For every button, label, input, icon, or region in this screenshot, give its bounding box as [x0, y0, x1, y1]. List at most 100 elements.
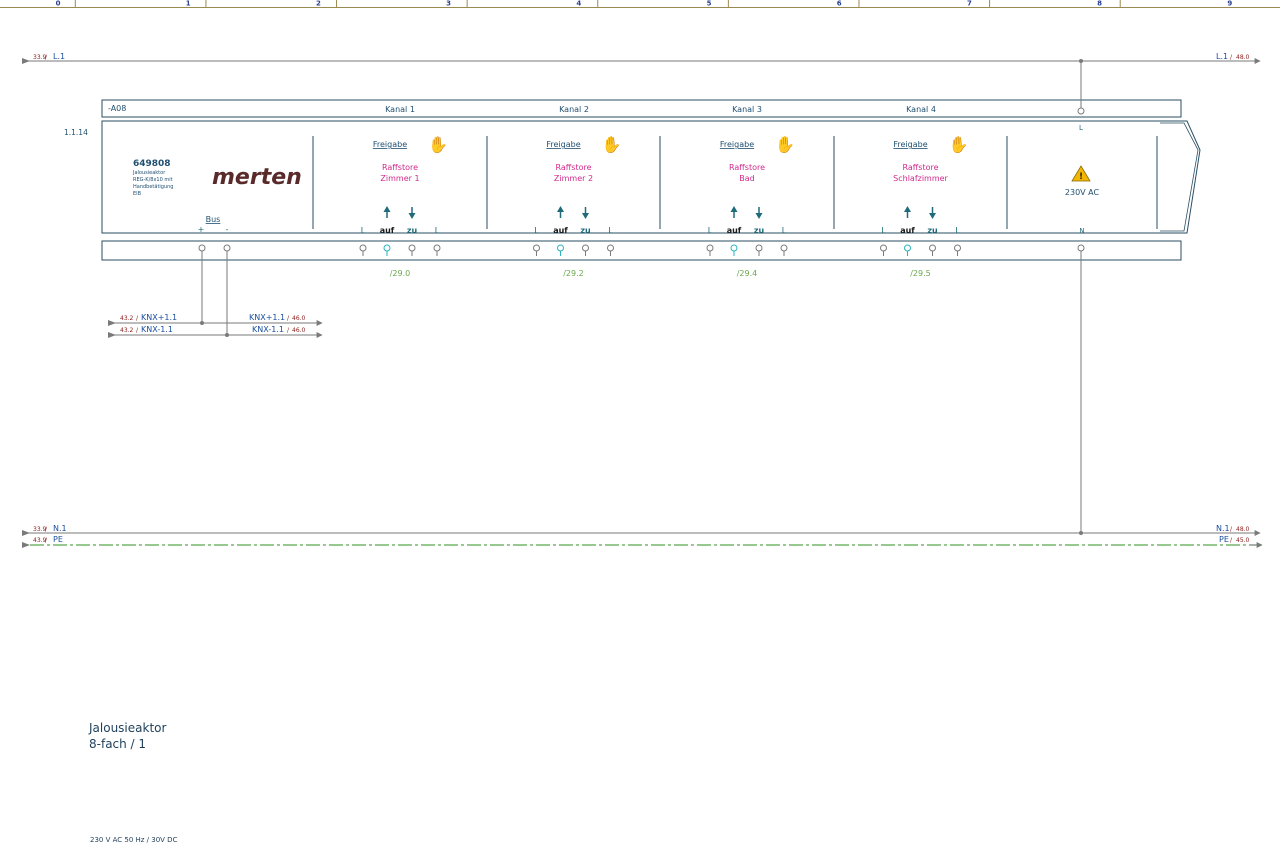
svg-text:/: / — [45, 54, 48, 61]
channel-release-label: Freigabe — [546, 140, 580, 149]
device-header-bar: -A08 Kanal 1 Kanal 2 Kanal 3 Kanal 4 — [101, 99, 1182, 118]
footer-rating: 230 V AC 50 Hz / 30V DC — [90, 836, 178, 844]
device-info: 649808 Jalousieaktor REG-K/8x10 mit Hand… — [132, 159, 302, 197]
svg-text:/: / — [45, 526, 48, 533]
knx-minus-name-out: KNX-1.1 — [252, 325, 284, 334]
device-address: 1.1.14 — [64, 128, 88, 137]
footer-title-line2: 8-fach / 1 — [89, 737, 146, 751]
rail-n1-ref-in: 33.9 — [33, 526, 47, 533]
arrow-down-head — [755, 213, 763, 219]
hand-icon: ✋ — [949, 135, 969, 154]
arrow-down-head — [408, 213, 416, 219]
svg-text:!: ! — [1079, 172, 1083, 182]
footer-title-line1: Jalousieaktor — [88, 721, 166, 735]
terminal — [533, 244, 540, 252]
terminal — [582, 244, 589, 252]
column-label: 7 — [967, 0, 972, 8]
knx-plus-ref-in: 43.2 — [120, 315, 134, 322]
terminal-label: L — [955, 226, 960, 235]
device-desc-2: REG-K/8x10 mit — [133, 177, 173, 183]
knx-plus-name-in: KNX+1.1 — [141, 313, 177, 322]
arrow-up-head — [730, 206, 738, 212]
rail-pe-name-in: PE — [53, 535, 63, 544]
knx-minus-ref-out: 46.0 — [292, 327, 306, 334]
terminal — [433, 244, 441, 252]
supply-terminal-top-label: L — [1079, 124, 1083, 132]
terminal-label: auf — [900, 226, 915, 235]
svg-text:/: / — [287, 315, 290, 322]
channel-ref: /29.0 — [390, 269, 411, 278]
device-desc-4: EIB — [133, 191, 142, 197]
rail-pe-ref-in: 43.9 — [33, 537, 47, 544]
terminal-l-top — [1077, 107, 1085, 115]
bus-label: Bus — [206, 215, 221, 224]
rail-n1-ref-out: 48.0 — [1236, 526, 1250, 533]
channel-room: Bad — [739, 174, 754, 183]
hand-icon: ✋ — [775, 135, 795, 154]
terminal-label: auf — [380, 226, 395, 235]
arrow-up-head — [383, 206, 391, 212]
rail-l1-ref-in: 33.9 — [33, 54, 47, 61]
channel-2-name: Kanal 2 — [559, 105, 589, 114]
channel-ref: /29.2 — [563, 269, 584, 278]
arrow-up-head — [904, 206, 911, 212]
warning-icon — [1071, 165, 1091, 182]
arrow-down-head — [929, 213, 936, 219]
channel-type: Raffstore — [382, 163, 418, 172]
channel-type: Raffstore — [729, 163, 765, 172]
rail-n1-name-in: N.1 — [53, 524, 67, 533]
rail-l1: 33.9 / L.1 L.1 / 48.0 — [22, 52, 1261, 64]
svg-text:/: / — [136, 315, 139, 322]
arrow-up-head — [557, 206, 564, 212]
terminal — [755, 244, 763, 252]
terminal-label: L — [782, 226, 787, 235]
arrow-down-head — [582, 213, 589, 219]
column-label: 0 — [56, 0, 61, 8]
column-label: 9 — [1227, 0, 1232, 8]
supply-section: ! 230V AC N — [1065, 165, 1100, 235]
column-label: 1 — [186, 0, 191, 8]
channel-release-label: Freigabe — [893, 140, 927, 149]
knx-minus-name-in: KNX-1.1 — [141, 325, 173, 334]
terminal-label: L — [881, 226, 886, 235]
terminal — [408, 244, 416, 252]
svg-text:/: / — [287, 327, 290, 334]
channel-room: Schlafzimmer — [893, 174, 948, 183]
svg-text:/: / — [1230, 537, 1233, 544]
terminal-label: auf — [727, 226, 742, 235]
svg-text:/: / — [1230, 526, 1233, 533]
column-label: 3 — [446, 0, 451, 8]
terminal — [904, 244, 911, 252]
terminal-n — [1077, 244, 1085, 252]
supply-terminal-bottom-label: N — [1079, 227, 1084, 235]
terminal — [383, 244, 391, 252]
svg-text:/: / — [45, 537, 48, 544]
channel-type: Raffstore — [555, 163, 591, 172]
rail-l1-ref-out: 48.0 — [1236, 54, 1250, 61]
channel-3-name: Kanal 3 — [732, 105, 762, 114]
column-label: 2 — [316, 0, 321, 8]
rail-pe: 43.9 / PE PE / 45.0 — [22, 535, 1263, 548]
channel-1-name: Kanal 1 — [385, 105, 415, 114]
terminal-label: zu — [754, 226, 765, 235]
channel-room: Zimmer 2 — [554, 174, 593, 183]
column-label: 6 — [837, 0, 842, 8]
terminal-bus-minus — [223, 244, 231, 252]
terminal — [359, 244, 367, 252]
terminal-label: L — [361, 226, 366, 235]
terminal — [880, 244, 887, 252]
hand-icon: ✋ — [602, 135, 622, 154]
svg-text:/: / — [136, 327, 139, 334]
channel-room: Zimmer 1 — [380, 174, 419, 183]
terminal — [780, 244, 788, 252]
terminal-label: auf — [553, 226, 568, 235]
svg-text:/: / — [1230, 54, 1233, 61]
terminal-bus-plus — [198, 244, 206, 252]
rail-l1-name-out: L.1 — [1216, 52, 1228, 61]
